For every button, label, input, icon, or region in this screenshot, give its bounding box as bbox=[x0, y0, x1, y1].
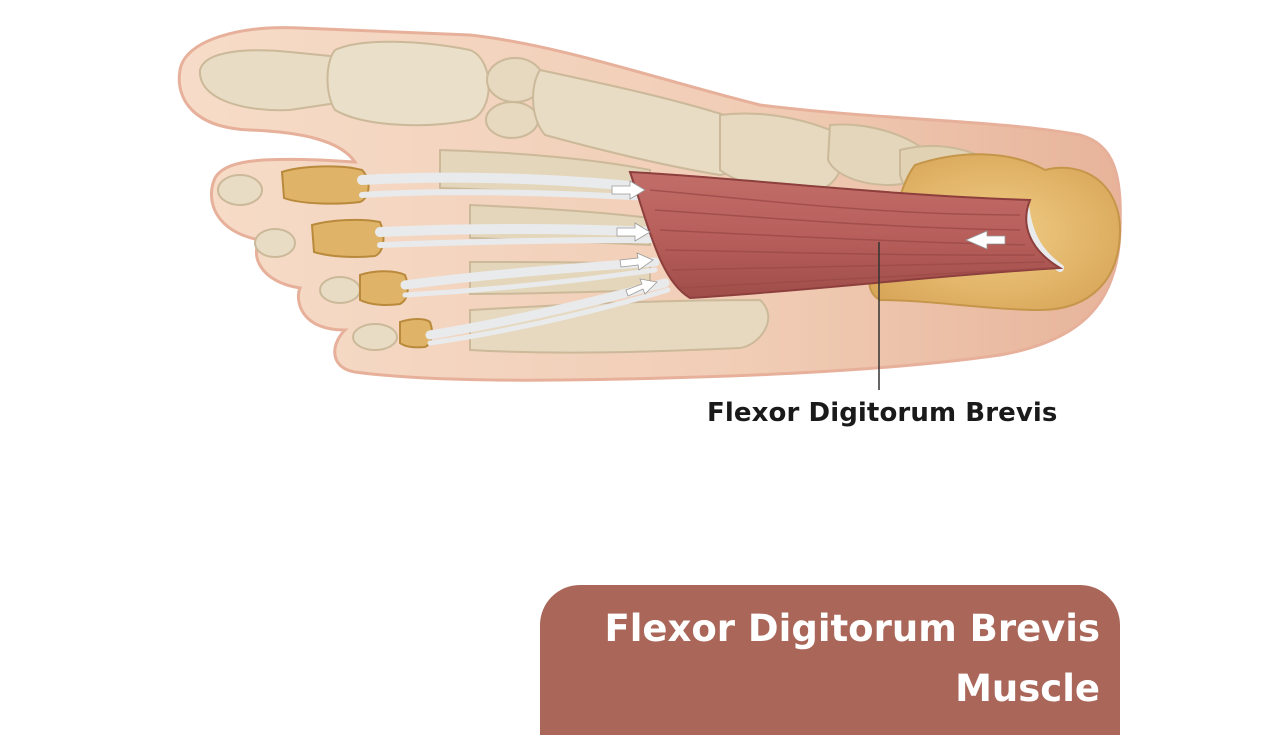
arrow-right-icon bbox=[619, 252, 654, 271]
title-line-1: Flexor Digitorum Brevis bbox=[604, 607, 1100, 650]
tendons bbox=[357, 172, 1064, 346]
arrow-right-icon bbox=[625, 278, 658, 297]
muscle-callout-label: Flexor Digitorum Brevis bbox=[707, 398, 1058, 428]
title-line-2: Muscle bbox=[955, 667, 1100, 710]
big-toe-bones bbox=[198, 40, 752, 177]
flexor-digitorum-brevis-muscle bbox=[628, 170, 1064, 300]
middle-phalanges-highlight bbox=[280, 165, 434, 349]
foot-anatomy-illustration bbox=[177, 26, 1122, 390]
arrow-right-icon bbox=[611, 180, 646, 200]
arrow-right-icon bbox=[616, 222, 651, 242]
title-banner: Flexor Digitorum Brevis Muscle bbox=[540, 585, 1120, 735]
contraction-arrows bbox=[611, 180, 1006, 297]
arrow-left-icon bbox=[964, 230, 1006, 250]
